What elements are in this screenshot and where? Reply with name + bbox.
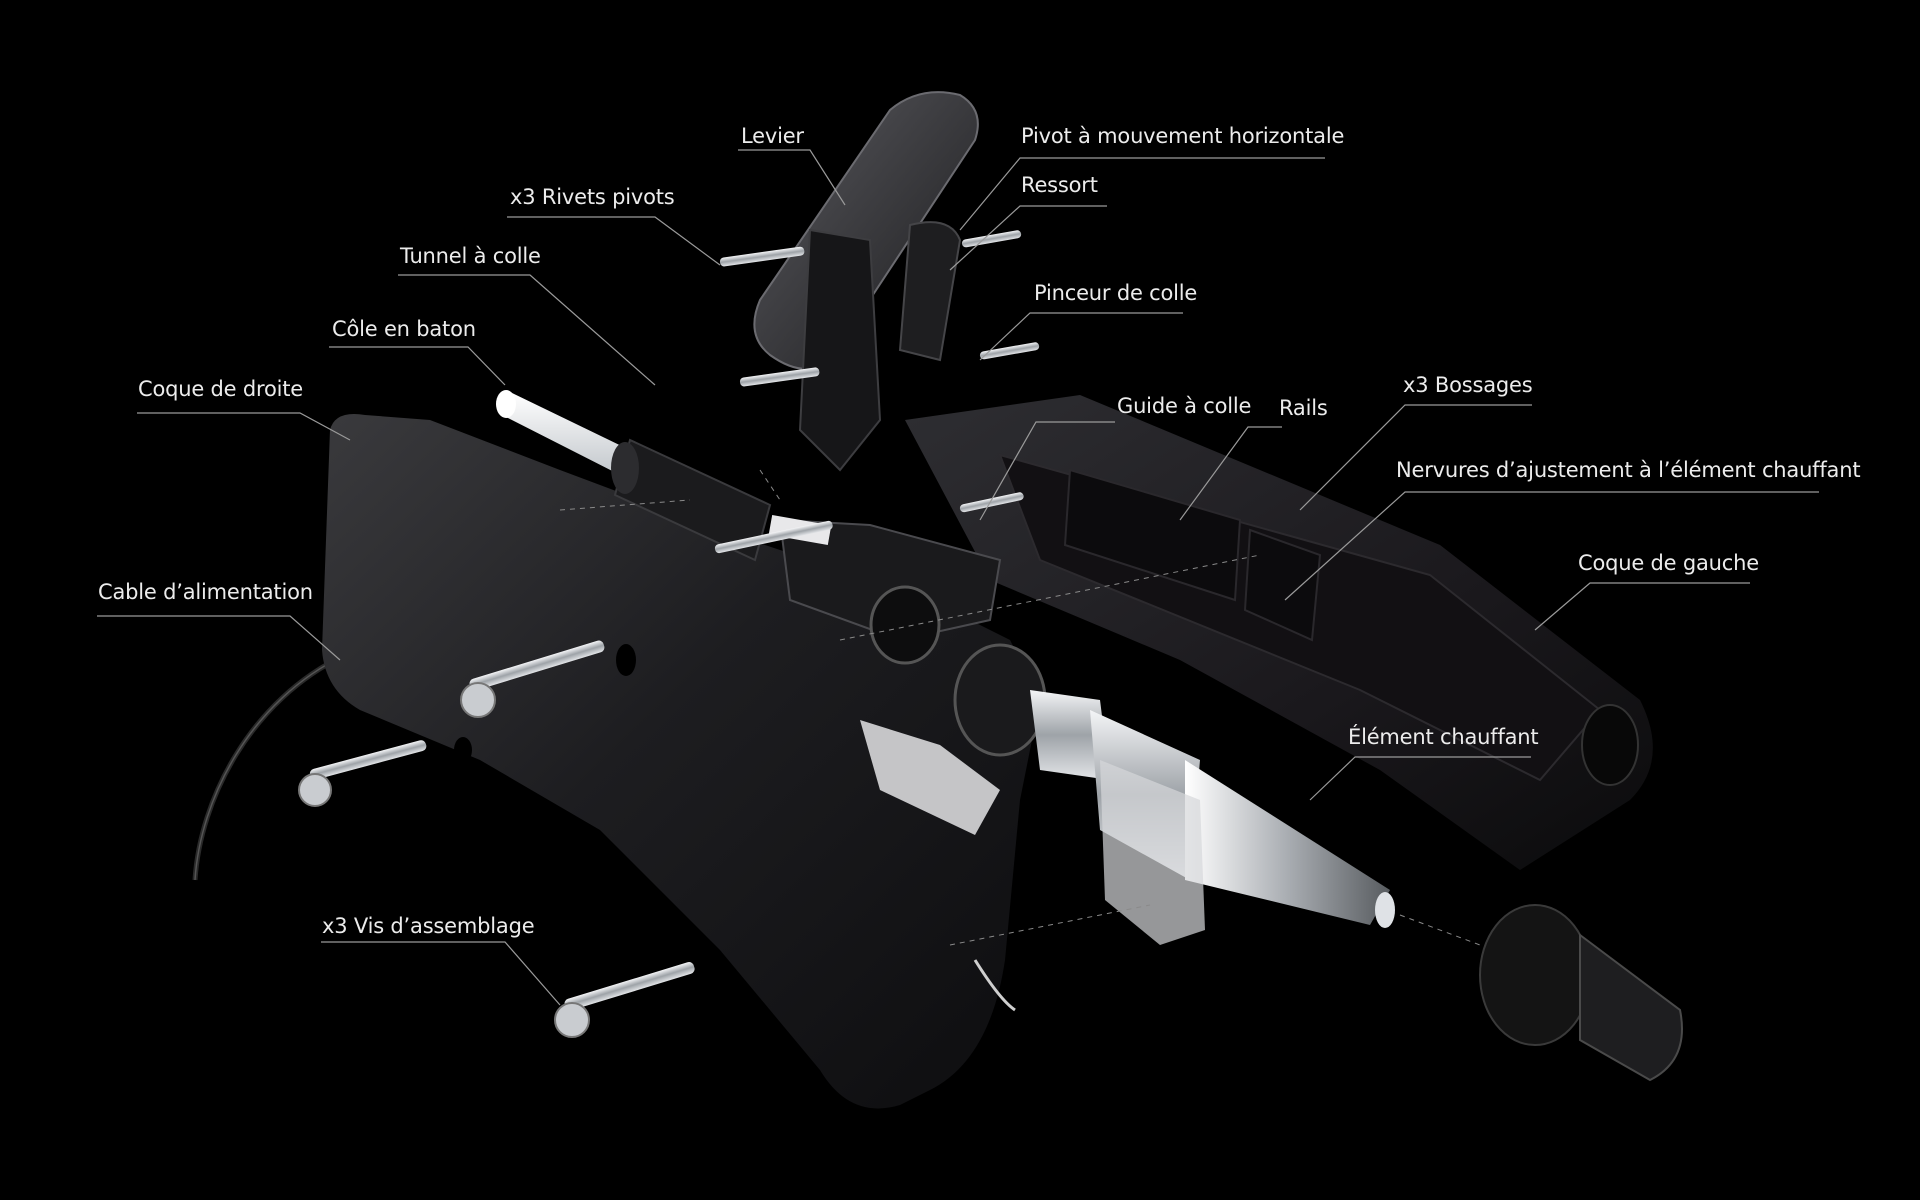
label-vis-assemblage: x3 Vis d’assemblage [322, 914, 535, 938]
label-coque-gauche: Coque de gauche [1578, 551, 1759, 575]
label-rivets-pivots: x3 Rivets pivots [510, 185, 675, 209]
label-coque-droite: Coque de droite [138, 377, 304, 401]
label-rails: Rails [1279, 396, 1328, 420]
label-cable-alimentation: Cable d’alimentation [98, 580, 313, 604]
nozzle-cap-shape [1479, 904, 1683, 1082]
label-pivot-horizontal: Pivot à mouvement horizontale [1021, 124, 1345, 148]
assembly-guide-lines [559, 469, 1481, 946]
label-pinceur-colle: Pinceur de colle [1034, 281, 1198, 305]
label-bossages: x3 Bossages [1403, 373, 1533, 397]
leader-lines [97, 149, 1819, 1006]
heating-element-shape [953, 643, 1395, 945]
label-element-chauffant: Élément chauffant [1348, 725, 1539, 749]
rivet-pins-shape [714, 230, 1040, 554]
label-nervures: Nervures d’ajustement à l’élément chauff… [1396, 458, 1861, 482]
glue-guide-shape [768, 514, 1002, 665]
glue-tunnel-shape [611, 438, 772, 562]
label-cole-baton: Côle en baton [332, 317, 476, 341]
label-levier: Levier [741, 124, 804, 148]
label-ressort: Ressort [1021, 173, 1098, 197]
label-tunnel-colle: Tunnel à colle [400, 244, 541, 268]
assembly-screws-shape [298, 640, 695, 1038]
label-guide-colle: Guide à colle [1117, 394, 1252, 418]
trigger-lever-shape [753, 91, 979, 472]
glue-stick-shape [496, 390, 640, 480]
